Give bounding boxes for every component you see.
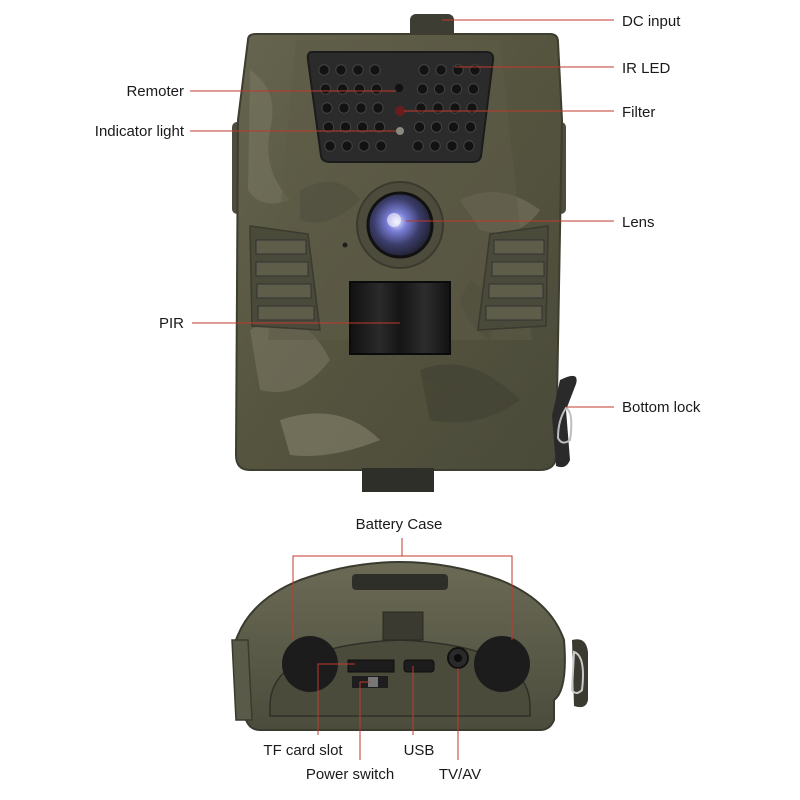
label-tf-card-slot: TF card slot [263,742,343,759]
ir-led [319,83,332,95]
bottom-lock-latch [552,375,577,468]
indicator-light [396,127,404,135]
ir-led [464,121,477,133]
callout-lines [190,19,614,760]
ir-led [324,140,336,152]
ir-led [433,83,446,95]
label-indicator-light: Indicator light [95,123,185,140]
camera-bottom-view [231,560,588,731]
ir-led [415,102,427,114]
ir-led [447,121,460,133]
ir-led [338,102,350,114]
top-slot [352,574,448,590]
ir-led [449,102,461,114]
label-lens: Lens [622,214,655,231]
ir-led [375,140,387,152]
left-hinge [231,639,253,721]
ir-led [370,83,383,95]
leader-power-switch [359,681,370,760]
tf-card-slot [347,659,395,673]
ir-led [430,121,443,133]
ir-led [412,140,424,152]
battery-slot-left [282,636,338,692]
ir-led [452,64,464,76]
label-pir: PIR [159,315,184,332]
label-dc-input: DC input [622,13,681,30]
labels: DC input IR LED Remoter Filter Indicator… [95,13,701,783]
pir-sensor [349,281,451,355]
leader-tf-card-slot [317,663,355,735]
ir-led [469,64,481,76]
ir-led [318,64,330,76]
bottom-lock-ring [556,406,573,444]
ir-led [432,102,444,114]
ir-led [322,121,335,133]
ir-led [435,64,447,76]
label-filter: Filter [622,104,655,121]
ir-led [446,140,458,152]
ir-led [355,102,367,114]
label-remoter: Remoter [126,83,184,100]
ir-led [450,83,463,95]
side-lock-ring [570,650,584,694]
ir-led [358,140,370,152]
label-usb: USB [404,742,435,759]
label-battery-case: Battery Case [356,516,443,533]
usb-port [403,659,435,673]
ir-led [429,140,441,152]
ir-led [321,102,333,114]
ir-led [352,64,364,76]
ir-led [467,83,480,95]
ir-led [335,64,347,76]
ir-led [336,83,349,95]
connector-block [382,611,424,641]
ir-led [413,121,426,133]
bottom-mount [362,468,434,492]
battery-slot-right [474,636,530,692]
ir-led-array [318,64,481,152]
ir-led [341,140,353,152]
ir-led [373,121,386,133]
ir-led [416,83,429,95]
ir-led [466,102,478,114]
label-bottom-lock: Bottom lock [622,399,701,416]
label-power-switch: Power switch [306,766,394,783]
filter-sensor [395,106,405,116]
right-vents [477,225,549,331]
ir-led [369,64,381,76]
ir-led [356,121,369,133]
lens [366,191,434,259]
camera-front-view [232,14,577,492]
label-ir-led: IR LED [622,60,671,77]
lens-glare [387,213,401,227]
side-lock [572,639,588,708]
label-tv-av: TV/AV [439,766,481,783]
ir-led [353,83,366,95]
ir-led [372,102,384,114]
microphone-hole [342,242,348,248]
ir-led [463,140,475,152]
ir-led [418,64,430,76]
ir-led [339,121,352,133]
left-vents [249,225,321,331]
remoter-sensor [395,84,403,92]
